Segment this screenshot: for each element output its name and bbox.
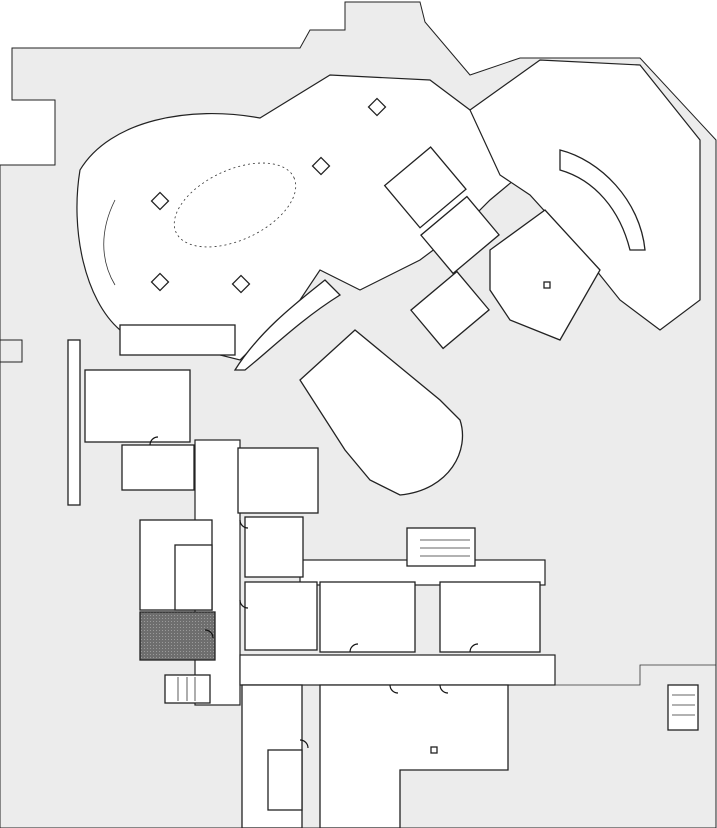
south-west-small-room[interactable] [267, 749, 303, 811]
west-room-large[interactable] [84, 369, 191, 443]
room-c[interactable] [244, 581, 318, 651]
stairwell-center [406, 527, 476, 567]
highlighted-room[interactable] [139, 611, 216, 661]
elevator-bank [383, 146, 500, 350]
west-exterior-strip [0, 339, 23, 363]
south-large-room[interactable] [319, 684, 509, 828]
main-lobby [76, 74, 521, 361]
stairs-icon [672, 694, 695, 716]
west-room-small[interactable] [121, 444, 195, 491]
south-corridor [239, 654, 556, 686]
stairs-icon [420, 539, 470, 557]
room-e[interactable] [439, 581, 541, 653]
north-west-room [119, 324, 236, 356]
east-rotated-room[interactable] [489, 209, 601, 341]
east-stairwell [667, 684, 699, 731]
stairs-icon [177, 677, 196, 701]
west-corridor-wall [67, 339, 81, 506]
south-center-room[interactable] [299, 329, 464, 496]
room-b[interactable] [244, 516, 304, 578]
northeast-rotunda [469, 59, 701, 331]
square-column-marker [430, 746, 438, 754]
rotunda-curved-wall [559, 149, 646, 251]
west-stairwell [164, 674, 211, 704]
square-column-marker [543, 281, 551, 289]
curved-wall-south [233, 279, 342, 371]
door-swings [149, 436, 479, 749]
curved-wall-west [103, 199, 116, 286]
diamond-column-markers [150, 97, 387, 294]
west-south-inner-room[interactable] [174, 544, 213, 611]
room-d[interactable] [319, 581, 416, 653]
central-oval-feature [173, 162, 297, 248]
room-a[interactable] [237, 447, 319, 514]
south-east-wall [555, 664, 716, 686]
